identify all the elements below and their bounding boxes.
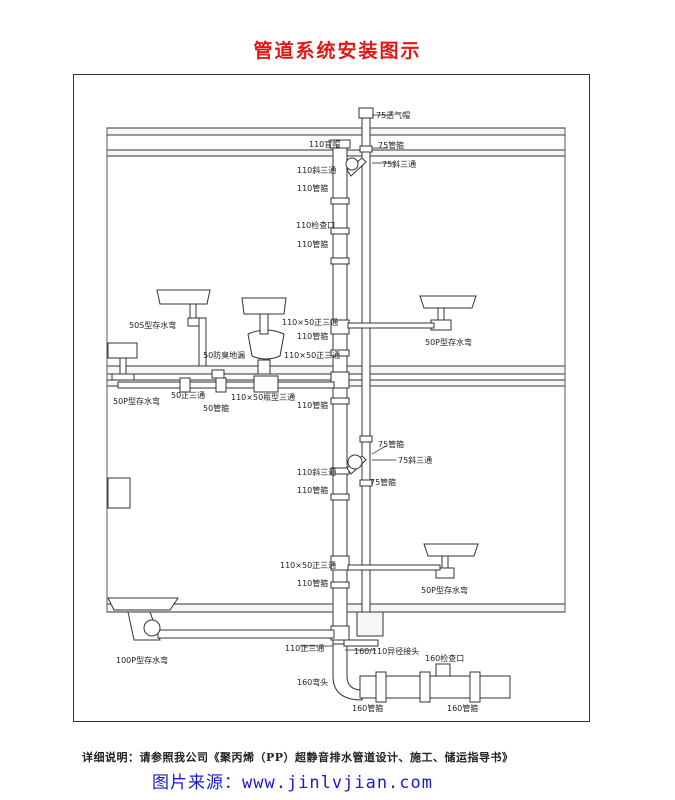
wash-basin-right-low xyxy=(423,543,479,557)
roof-slab xyxy=(106,127,566,136)
label-pipe-110-b: 110管箍 xyxy=(297,239,328,249)
label-check-160: 160检查口 xyxy=(425,653,464,663)
label-trap-50p-right-top: 50P型存水弯 xyxy=(425,337,472,347)
label-trap-50s: 50S型存水弯 xyxy=(129,320,176,330)
label-pipe-110-c: 110管箍 xyxy=(297,331,328,341)
diagram-frame xyxy=(73,74,590,722)
vent-75-pipe xyxy=(361,117,371,613)
label-pipe-160-a: 160管箍 xyxy=(352,703,383,713)
label-pipe-75-mid: 75管箍 xyxy=(378,439,404,449)
label-tee-50: 50正三通 xyxy=(171,390,205,400)
toilet-tank xyxy=(241,297,287,315)
label-pipe-75-top: 75管箍 xyxy=(378,140,404,150)
branch-100-pipe xyxy=(157,629,335,639)
bottle-tee xyxy=(253,375,279,393)
label-pipe-75-low: 75管箍 xyxy=(370,477,396,487)
floor-drain-50 xyxy=(211,369,225,379)
label-tee-110x50-a: 110×50正三通 xyxy=(282,317,338,327)
reducer-160-110 xyxy=(343,639,379,647)
image-source: 图片来源：www.jinlvjian.com xyxy=(152,768,572,793)
source-label: 图片来源： xyxy=(152,773,242,793)
footer-note: 详细说明：请参照我公司《聚丙烯（PP）超静音排水管道设计、施工、储运指导书》 xyxy=(82,751,514,764)
upper-right-fixtures xyxy=(347,295,477,331)
label-pipe-110-d: 110管箍 xyxy=(297,400,328,410)
cap-110 xyxy=(329,139,351,149)
vent-cap-75 xyxy=(358,107,374,119)
label-pipe-50: 50管箍 xyxy=(203,403,229,413)
leader-lines xyxy=(300,114,396,651)
label-trap-100p: 100P型存水弯 xyxy=(116,655,168,665)
wall-tank xyxy=(107,477,131,509)
floor-penetration xyxy=(356,611,384,637)
label-tee-110x50-bottle: 110×50瓶型三通 xyxy=(231,392,295,402)
label-trap-50p-left: 50P型存水弯 xyxy=(113,396,160,406)
label-tee-110-top: 110斜三通 xyxy=(297,165,336,175)
wash-basin-right-top xyxy=(419,295,477,309)
wash-basin-left xyxy=(156,289,211,305)
label-tee-110x50-c: 110×50正三通 xyxy=(280,560,336,570)
label-vent-cap: 75透气帽 xyxy=(376,110,410,120)
upper-left-fixtures xyxy=(107,289,335,393)
label-check-110: 110检查口 xyxy=(296,220,335,230)
vent-stack xyxy=(345,107,374,613)
branch-50-right-top xyxy=(347,322,435,329)
label-tee-75-top: 75斜三通 xyxy=(382,159,416,169)
label-tee-110x50-b: 110×50正三通 xyxy=(284,350,340,360)
page-title: 管道系统安装图示 xyxy=(253,40,422,62)
main-stack xyxy=(329,139,351,645)
label-drain-50: 50防臭地漏 xyxy=(203,350,245,360)
wash-basin-far-left xyxy=(107,342,138,359)
label-elbow-160: 160弯头 xyxy=(297,677,328,687)
label-pipe-110-a: 110管箍 xyxy=(297,183,328,193)
base-160 xyxy=(332,639,511,703)
source-url[interactable]: www.jinlvjian.com xyxy=(242,773,433,793)
label-cap-110: 110官帽 xyxy=(309,139,340,149)
label-pipe-110-f: 110管箍 xyxy=(297,578,328,588)
lower-left-fixtures xyxy=(107,477,335,641)
label-tee-110-bottom: 110正三通 xyxy=(285,643,324,653)
check-160-port xyxy=(435,663,451,677)
branch-50-right-low xyxy=(347,564,441,571)
squat-pan xyxy=(107,597,179,611)
label-pipe-160-b: 160管箍 xyxy=(447,703,478,713)
label-tee-75-mid: 75斜三通 xyxy=(398,455,432,465)
label-pipe-110-e: 110管箍 xyxy=(297,485,328,495)
component-labels: 75透气帽 110官帽 75管箍 110斜三通 75斜三通 110管箍 110检… xyxy=(113,110,478,713)
label-tee-110-mid: 110斜三通 xyxy=(297,467,336,477)
label-trap-50p-right-low: 50P型存水弯 xyxy=(421,585,468,595)
lower-right-fixtures xyxy=(347,543,479,579)
label-reducer: 160/110异径接头 xyxy=(354,646,419,656)
